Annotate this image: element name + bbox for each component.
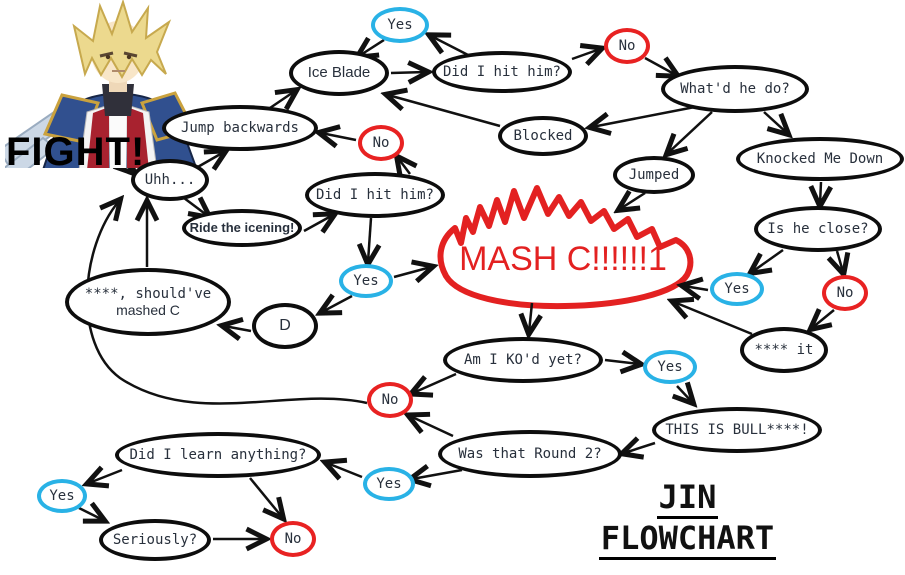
node-yes-ko: Yes — [643, 350, 697, 384]
node-yes-right: Yes — [710, 272, 764, 306]
node-did-i-hit-him-1: Did I hit him? — [432, 51, 572, 93]
node-no-right: No — [822, 275, 868, 311]
node-yes-learn: Yes — [37, 479, 87, 513]
node-no-bottom: No — [270, 521, 316, 557]
node-jump-backwards: Jump backwards — [162, 105, 318, 151]
node-uhh: Uhh... — [131, 159, 209, 201]
jin-portrait — [5, 0, 198, 168]
node-d: D — [252, 303, 318, 349]
node-knocked-me-down: Knocked Me Down — [736, 137, 904, 181]
node-should-have-mashed: ****, should've mashed C — [65, 268, 231, 336]
node-yes-round2: Yes — [363, 467, 415, 501]
node-is-he-close: Is he close? — [754, 206, 882, 252]
node-no-ko: No — [367, 382, 413, 418]
node-this-is-bull: THIS IS BULL****! — [652, 407, 822, 453]
node-yes-top: Yes — [371, 7, 429, 43]
node-no-mid: No — [358, 125, 404, 161]
node-whatd-he-do: What'd he do? — [661, 65, 809, 113]
node-am-i-kod: Am I KO'd yet? — [443, 337, 603, 383]
title-line-jin: JIN — [656, 479, 719, 520]
title-line-flowchart: FLOWCHART — [598, 521, 777, 561]
node-ride-the-icening: Ride the icening! — [182, 209, 302, 247]
node-no-top: No — [604, 28, 650, 64]
node-ice-blade: Ice Blade — [289, 50, 389, 96]
node-did-i-learn: Did I learn anything? — [115, 432, 321, 478]
fight-label: FIGHT! — [6, 130, 146, 174]
node-fk-it: **** it — [740, 327, 828, 373]
chart-title: JIN FLOWCHART — [585, 478, 790, 561]
node-seriously: Seriously? — [99, 519, 211, 561]
node-line-2: mashed C — [116, 302, 180, 318]
node-did-i-hit-him-2: Did I hit him? — [305, 172, 445, 218]
node-blocked: Blocked — [498, 116, 588, 156]
node-was-that-round-2: Was that Round 2? — [438, 430, 622, 478]
mash-c-node: MASH C!!!!!!1 — [459, 240, 667, 278]
node-jumped: Jumped — [613, 156, 695, 194]
node-line-1: ****, should've — [84, 285, 212, 302]
node-yes-mid: Yes — [339, 264, 393, 298]
